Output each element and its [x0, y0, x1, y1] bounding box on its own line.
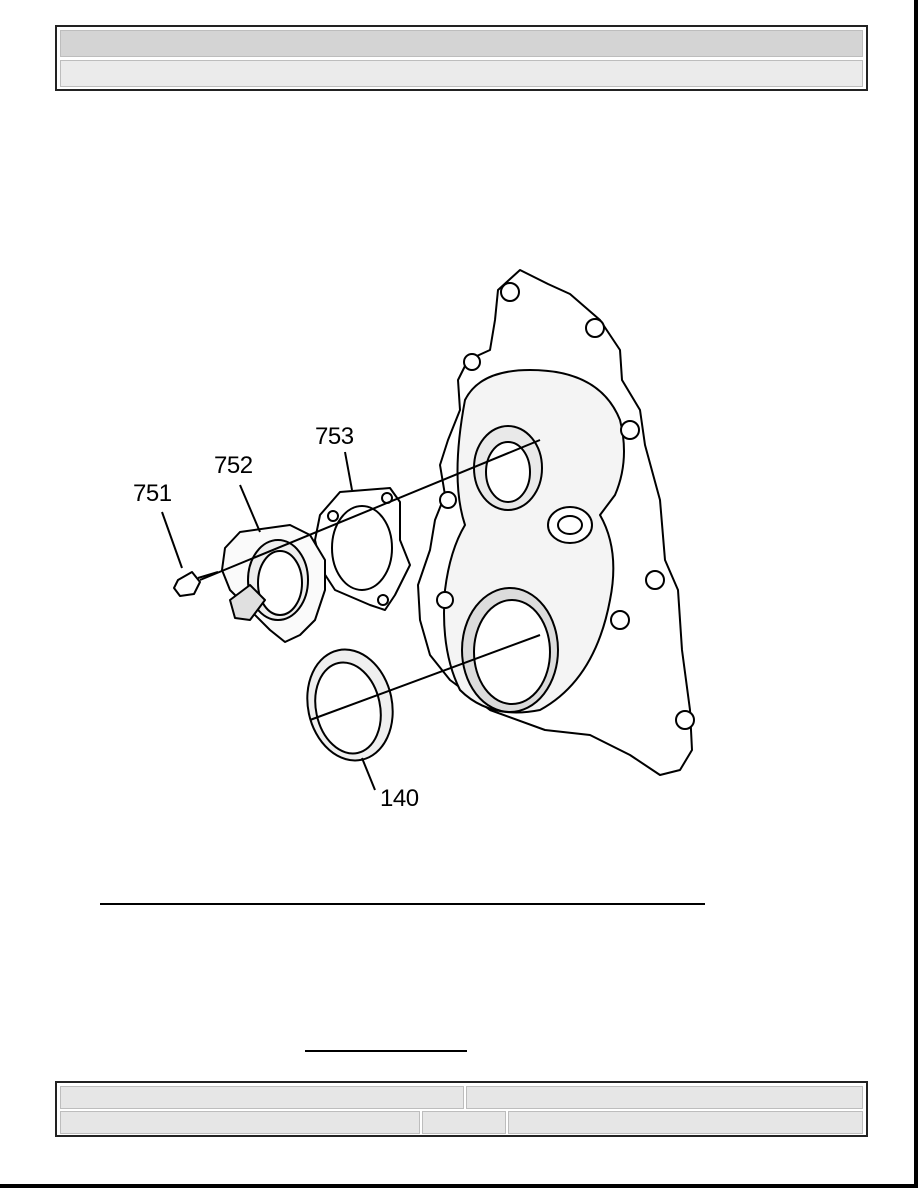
leader-751 [161, 511, 183, 569]
document-header [55, 25, 868, 91]
callout-752: 752 [214, 452, 253, 479]
bolt-boss [439, 491, 457, 509]
bolt-boss [500, 282, 520, 302]
part-751-bolt [173, 571, 201, 597]
footer-bottom-left [60, 1111, 420, 1134]
header-title [60, 30, 863, 57]
alignment-line-lower [309, 634, 541, 721]
footer-top-left [60, 1086, 464, 1109]
bolt-boss [463, 353, 481, 371]
leader-752 [239, 484, 261, 533]
callout-751: 751 [133, 480, 172, 507]
bolt-boss [620, 420, 640, 440]
header-subtitle [60, 60, 863, 87]
leader-753 [344, 451, 353, 491]
document-footer [55, 1081, 868, 1137]
bolt-boss [675, 710, 695, 730]
bolt-boss [585, 318, 605, 338]
bolt-boss [610, 610, 630, 630]
footer-bottom-right [508, 1111, 863, 1134]
short-divider [305, 1050, 467, 1052]
callout-753: 753 [315, 423, 354, 450]
footer-top-right [466, 1086, 863, 1109]
footer-bottom-mid [422, 1111, 506, 1134]
alignment-line-upper [199, 439, 541, 581]
section-divider [100, 903, 705, 905]
bolt-boss [645, 570, 665, 590]
leader-140 [361, 757, 376, 791]
callout-140: 140 [380, 785, 419, 812]
bolt-boss [436, 591, 454, 609]
sensor-connector [229, 584, 266, 621]
exploded-parts-illustration [161, 269, 695, 791]
